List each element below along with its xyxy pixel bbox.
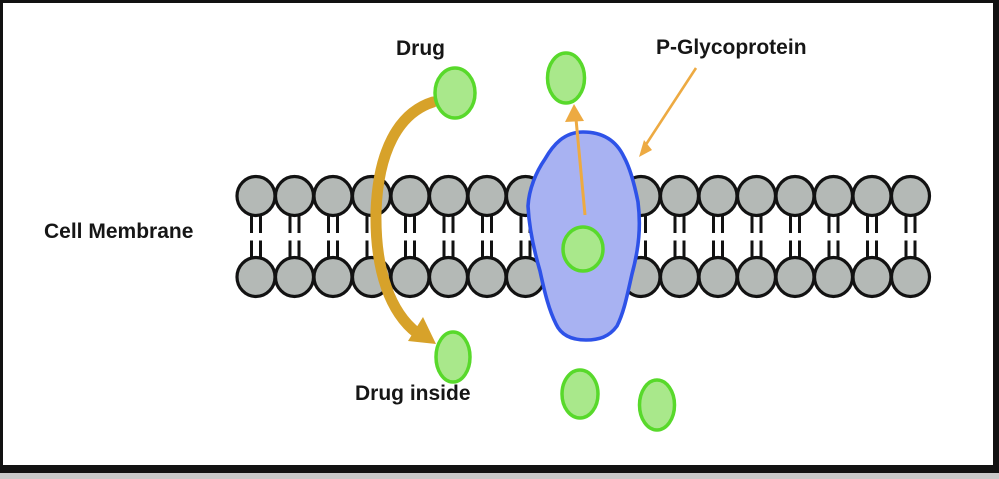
lipid-head: [658, 255, 701, 299]
lipid-head: [658, 174, 701, 218]
lipid-head: [273, 174, 316, 218]
drug-molecule-effluxed: [545, 51, 587, 105]
drug-molecule-inside-2: [560, 368, 600, 420]
drug-uptake-arrow-icon: [370, 96, 439, 344]
label-pointer-arrow-icon: [639, 67, 698, 157]
drug-molecule-outside: [433, 66, 477, 120]
uptake-arrowhead: [408, 317, 436, 344]
lipid-head: [735, 255, 778, 299]
lipid-head: [427, 174, 470, 218]
pointer-arrow-line: [643, 67, 698, 147]
lipid-head: [812, 174, 855, 218]
drug-label: Drug: [396, 37, 445, 60]
drug-inside-label: Drug inside: [355, 382, 471, 405]
lipid-head: [735, 174, 778, 218]
lipid-head: [273, 255, 316, 299]
lipid-head: [312, 255, 354, 299]
lipid-head: [851, 174, 893, 218]
lipid-head: [889, 255, 932, 299]
drug-efflux-arrow-icon: [565, 104, 587, 216]
lipid-head: [235, 174, 277, 218]
uptake-arrow-curve: [370, 96, 439, 339]
drug-molecules: [433, 51, 677, 432]
drug-molecule-inside-3: [637, 378, 677, 432]
lipid-head: [774, 174, 816, 218]
drug-molecule-in-transporter: [561, 225, 605, 273]
lipid-head: [389, 174, 431, 218]
lipid-head: [812, 255, 855, 299]
lipid-head: [312, 174, 354, 218]
lipid-head: [889, 174, 932, 218]
cell-membrane-label: Cell Membrane: [44, 220, 194, 243]
lipid-head: [774, 255, 816, 299]
lipid-head: [427, 255, 470, 299]
lipid-head: [697, 174, 739, 218]
p-glycoprotein-label: P-Glycoprotein: [656, 36, 807, 59]
lipid-head: [466, 255, 508, 299]
efflux-arrowhead: [565, 104, 584, 122]
lipid-head: [851, 255, 893, 299]
lipid-head: [466, 174, 508, 218]
lipid-head: [697, 255, 739, 299]
lipid-head: [235, 255, 277, 299]
lipid-head: [389, 255, 431, 299]
efflux-arrow-line: [574, 118, 587, 216]
drug-molecule-inside-1: [434, 330, 472, 384]
pointer-arrowhead: [639, 140, 652, 157]
